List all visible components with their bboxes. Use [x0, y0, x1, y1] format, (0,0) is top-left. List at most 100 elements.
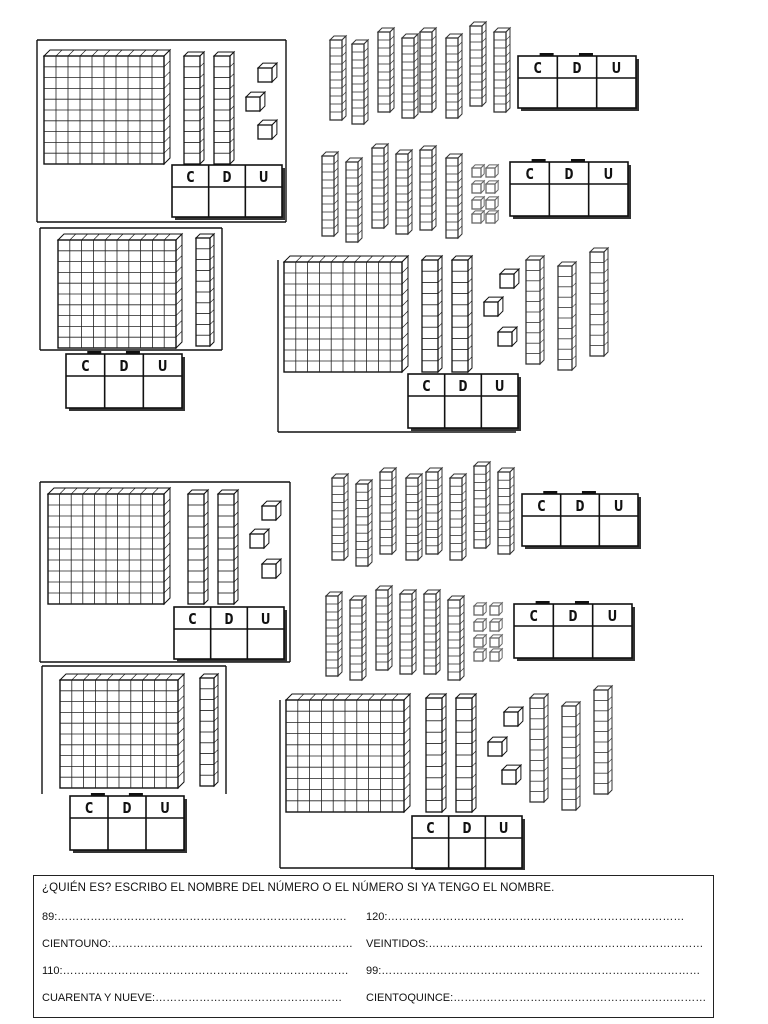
cdu-header-label: C	[533, 59, 542, 77]
ten-rod	[446, 594, 466, 682]
ten-rod	[444, 152, 464, 240]
ten-rod	[216, 488, 240, 606]
ten-rod	[524, 254, 546, 366]
quiz-line: CUARENTA Y NUEVE:……………………………………………	[42, 992, 342, 1004]
unit-cube	[472, 633, 488, 649]
ten-rod	[448, 472, 468, 562]
quiz-line-label: 89:	[42, 911, 58, 923]
cdu-header-label: U	[495, 377, 504, 395]
hundred-block	[42, 48, 172, 166]
ten-rod	[328, 34, 348, 122]
quiz-answer-blank[interactable]: ……………………………………………………………………	[62, 965, 349, 977]
unit-cube	[470, 163, 486, 179]
cdu-header-label: U	[614, 497, 623, 515]
cdu-header-label: D	[568, 607, 577, 625]
ten-rod	[592, 684, 614, 796]
cdu-header-label: D	[564, 165, 573, 183]
hundred-block	[56, 232, 184, 350]
cdu-header-label: C	[81, 357, 90, 375]
cdu-header-label: C	[426, 819, 435, 837]
quiz-line: 120:………………………………………………………………………	[366, 911, 684, 923]
quiz-answer-blank[interactable]: …………………………………………………………………….	[57, 911, 347, 923]
ten-rod	[370, 142, 390, 230]
ten-rod	[418, 144, 438, 232]
ten-rod	[212, 50, 236, 166]
ten-rod	[348, 594, 368, 682]
ten-rod	[424, 466, 444, 556]
ten-rod	[394, 148, 414, 236]
ten-rod	[398, 588, 418, 676]
hundred-block	[282, 254, 410, 374]
quiz-line-label: VEINTIDOS:	[366, 938, 429, 950]
cdu-header-label: U	[160, 799, 169, 817]
ten-rod	[418, 26, 438, 114]
ten-rod	[330, 472, 350, 562]
ten-rod	[560, 700, 582, 812]
cdu-header-label: C	[537, 497, 546, 515]
unit-cube	[482, 295, 505, 318]
cdu-header-label: D	[575, 497, 584, 515]
quiz-line-label: CIENTOQUINCE:	[366, 992, 454, 1004]
quiz-answer-blank[interactable]: ………………………………………………………………………	[387, 911, 685, 923]
unit-cube	[484, 209, 500, 225]
ten-rod	[400, 32, 420, 120]
unit-cube	[248, 527, 271, 550]
quiz-answer-blank[interactable]: …………………………………………………………	[110, 938, 353, 950]
ten-rod	[492, 26, 512, 114]
ten-rod	[528, 692, 550, 804]
quiz-line-label: CIENTOUNO:	[42, 938, 111, 950]
cdu-header-label: D	[119, 357, 128, 375]
quiz-line-label: 110:	[42, 965, 63, 977]
cdu-header-label: C	[84, 799, 93, 817]
cdu-header-label: U	[261, 610, 270, 628]
unit-cube	[500, 763, 523, 786]
cdu-header-label: D	[462, 819, 471, 837]
quiz-line: 99:……………………………………………………………………………	[366, 965, 700, 977]
ten-rod	[556, 260, 578, 372]
ten-rod	[354, 478, 374, 568]
cdu-header-label: D	[572, 59, 581, 77]
quiz-line: CIENTOQUINCE:……………………………………………………………	[366, 992, 706, 1004]
ten-rod	[182, 50, 206, 166]
unit-cube	[488, 617, 504, 633]
cdu-header-label: D	[224, 610, 233, 628]
ten-rod	[324, 590, 344, 678]
quiz-answer-blank[interactable]: ……………………………………………………………………………	[381, 965, 701, 977]
ten-rod	[320, 150, 340, 238]
quiz-line: VEINTIDOS:…………………………………………………………………	[366, 938, 703, 950]
ten-rod	[198, 672, 220, 788]
ten-rod	[424, 692, 448, 814]
unit-cube	[488, 601, 504, 617]
hundred-block	[46, 486, 172, 606]
quiz-answer-blank[interactable]: ……………………………………………	[155, 992, 343, 1004]
unit-cube	[496, 325, 519, 348]
ten-rod	[374, 584, 394, 672]
quiz-answer-blank[interactable]: …………………………………………………………………	[428, 938, 704, 950]
cdu-header-label: U	[259, 168, 268, 186]
ten-rod	[350, 38, 370, 126]
ten-rod	[496, 466, 516, 556]
ten-rod	[468, 20, 488, 108]
cdu-header-label: D	[222, 168, 231, 186]
unit-cube	[484, 163, 500, 179]
unit-cube	[260, 499, 283, 522]
quiz-title: ¿QUIÉN ES? ESCRIBO EL NOMBRE DEL NÚMERO …	[42, 882, 555, 894]
unit-cube	[470, 209, 486, 225]
ten-rod	[186, 488, 210, 606]
unit-cube	[484, 195, 500, 211]
cdu-header-label: C	[188, 610, 197, 628]
quiz-answer-blank[interactable]: ……………………………………………………………	[453, 992, 707, 1004]
cdu-header-label: D	[122, 799, 131, 817]
ten-rod	[378, 466, 398, 556]
cdu-header-label: U	[499, 819, 508, 837]
unit-cube	[472, 617, 488, 633]
ten-rod	[450, 254, 474, 374]
